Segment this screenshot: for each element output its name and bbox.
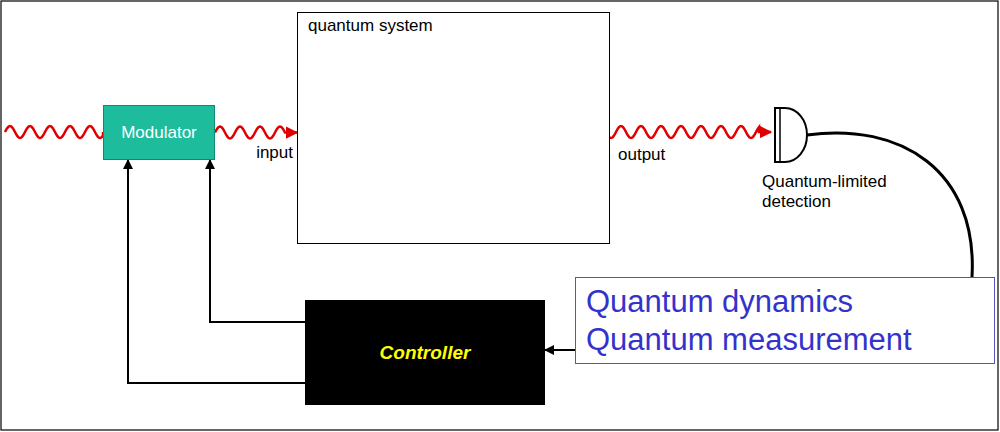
node-text: Modulator [121,123,197,143]
node-text: Quantum measurement [586,321,912,358]
control-arrow [210,160,305,322]
input-light-wave [5,126,103,138]
detection-label: Quantum-limited detection [762,172,897,212]
control-arrow [128,160,305,383]
node-text: Controller [380,342,471,364]
controller-box: Controller [305,300,545,405]
detector-cable [807,133,972,277]
output-label: output [618,145,665,165]
edge-label: input [256,143,293,163]
node-text: Quantum dynamics [586,283,853,320]
control-arrow [545,349,575,351]
modulator-box: Modulator [103,105,215,160]
dynamics-measurement-box: Quantum dynamicsQuantum measurement [575,277,995,364]
input-light-wave [215,127,297,139]
detector-symbol [775,108,807,162]
quantum-system-box: quantum system [297,12,610,244]
detector-window [779,108,781,162]
node-text: quantum system [308,16,599,36]
